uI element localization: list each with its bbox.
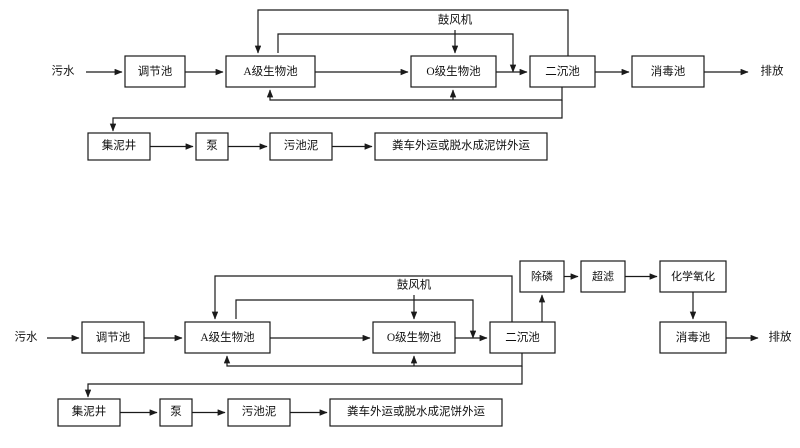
d1-box-fenche[interactable] xyxy=(374,132,548,161)
d2-box-er-chenchi[interactable] xyxy=(489,321,556,354)
d1-box-o-ji-shengwuchi[interactable] xyxy=(410,55,497,88)
d2-label-wuchini: 污池泥 xyxy=(242,405,277,418)
d2-box-jinizhing[interactable] xyxy=(57,398,121,427)
d2-box-huaxueyanghua[interactable] xyxy=(659,260,727,293)
d2-inlet-label: 污水 xyxy=(15,331,38,344)
d1-label-tiaojiechi: 调节池 xyxy=(138,65,173,78)
d2-return-line-to-a xyxy=(223,353,523,367)
d1-label-o-ji-shengwuchi: O级生物池 xyxy=(426,64,481,78)
d1-label-wuchini: 污池泥 xyxy=(284,139,319,152)
d1-label-xiaoduchi: 消毒池 xyxy=(651,64,686,78)
d1-box-beng[interactable] xyxy=(195,132,229,161)
d2-box-chulin[interactable] xyxy=(519,260,565,293)
d1-return-line-to-a xyxy=(266,87,563,101)
d2-label-er-chenchi: 二沉池 xyxy=(505,331,540,344)
d2-outlet-label: 排放 xyxy=(769,330,792,344)
d2-recycle-upper-loop xyxy=(211,275,513,322)
d2-blower-header-to-a xyxy=(235,299,477,339)
d2-label-o-ji-shengwuchi: O级生物池 xyxy=(387,330,442,344)
diagram-2: 污水 调节池 A级生物池 O级生物池 二沉池 鼓风机 除磷 超滤 化学氧化 xyxy=(15,260,792,427)
d2-box-chaolv[interactable] xyxy=(580,260,626,293)
d1-inlet-label: 污水 xyxy=(52,65,75,78)
d2-blower-label: 鼓风机 xyxy=(397,278,432,292)
d2-label-fenche: 粪车外运或脱水成泥饼外运 xyxy=(347,404,485,418)
d2-label-jinizhing: 集泥井 xyxy=(72,404,107,418)
d1-label-fenche: 粪车外运或脱水成泥饼外运 xyxy=(392,138,530,152)
d1-label-beng: 泵 xyxy=(206,139,218,152)
d2-box-wuchini[interactable] xyxy=(227,398,291,427)
d2-label-a-ji-shengwuchi: A级生物池 xyxy=(200,330,255,344)
d2-box-tiaojiechi[interactable] xyxy=(81,321,145,354)
d2-label-xiaoduchi: 消毒池 xyxy=(676,330,711,344)
d1-recycle-upper-loop xyxy=(254,9,569,56)
d2-box-beng[interactable] xyxy=(159,398,193,427)
d2-label-beng: 泵 xyxy=(170,405,182,418)
d2-label-chulin: 除磷 xyxy=(531,269,553,283)
d2-sludge-drain-to-jinizhing xyxy=(84,366,523,398)
d2-box-a-ji-shengwuchi[interactable] xyxy=(184,321,271,354)
d2-label-tiaojiechi: 调节池 xyxy=(96,331,131,344)
diagram-1: 污水 调节池 A级生物池 O级生物池 二沉池 消毒池 排放 鼓风机 集泥井 xyxy=(52,9,784,161)
d2-box-fenche[interactable] xyxy=(329,398,503,427)
d1-label-a-ji-shengwuchi: A级生物池 xyxy=(243,64,298,78)
d1-sludge-drain-to-jinizhing xyxy=(109,100,563,132)
d1-box-a-ji-shengwuchi[interactable] xyxy=(225,55,316,88)
d1-blower-label: 鼓风机 xyxy=(438,13,473,27)
d1-outlet-label: 排放 xyxy=(761,64,784,78)
d2-label-huaxueyanghua: 化学氧化 xyxy=(671,269,715,283)
d1-blower-header-to-a xyxy=(277,33,517,73)
d2-label-chaolv: 超滤 xyxy=(592,269,614,283)
d1-label-er-chenchi: 二沉池 xyxy=(545,65,580,78)
d1-label-jinizhing: 集泥井 xyxy=(102,138,137,152)
flowchart-canvas: 污水 调节池 A级生物池 O级生物池 二沉池 消毒池 排放 鼓风机 集泥井 xyxy=(14,9,792,427)
d1-box-jinizhing[interactable] xyxy=(87,132,151,161)
